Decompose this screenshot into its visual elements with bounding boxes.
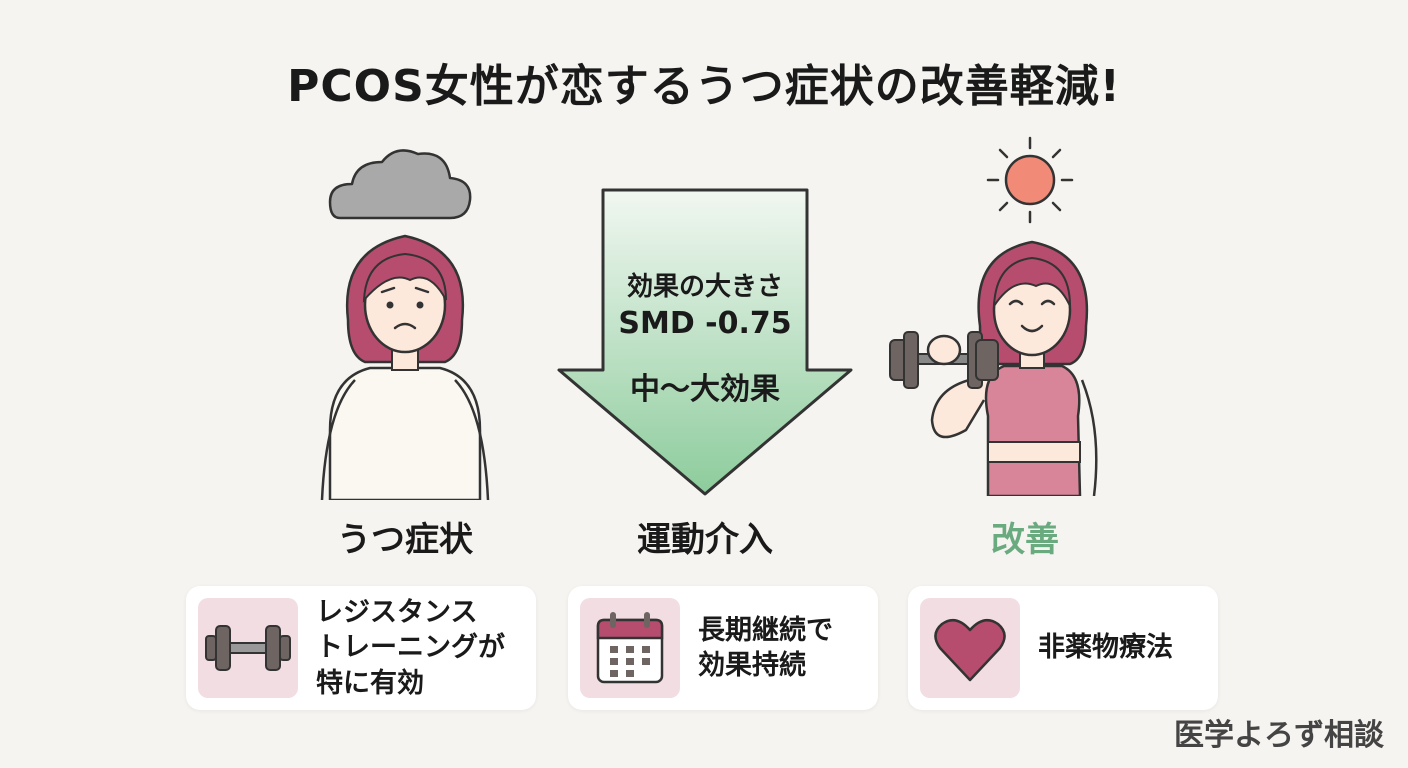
card-text: 長期継続で 効果持続 bbox=[698, 614, 833, 681]
footer-brand: 医学よろず相談 bbox=[1174, 718, 1384, 753]
sad-woman-illustration bbox=[320, 149, 490, 500]
down-arrow bbox=[557, 188, 853, 496]
label-improvement: 改善 bbox=[991, 520, 1059, 560]
cloud-icon bbox=[328, 149, 472, 220]
page-title: PCOS女性が恋するうつ症状の改善軽減! bbox=[287, 61, 1121, 112]
sun-icon bbox=[986, 136, 1074, 224]
dumbbell-icon bbox=[205, 625, 291, 671]
held-dumbbell-icon bbox=[889, 331, 999, 389]
card-text: 非薬物療法 bbox=[1038, 632, 1173, 664]
card-non-drug: 非薬物療法 bbox=[908, 586, 1218, 710]
happy-woman-illustration bbox=[889, 136, 1098, 496]
calendar-icon bbox=[596, 612, 664, 684]
smd-value: SMD -0.75 bbox=[618, 306, 792, 341]
card-long-term: 長期継続で 効果持続 bbox=[568, 586, 878, 710]
card-text: レジスタンス トレーニングが 特に有効 bbox=[316, 597, 505, 699]
card-resistance-training: レジスタンス トレーニングが 特に有効 bbox=[186, 586, 536, 710]
effect-magnitude: 中〜大効果 bbox=[630, 372, 780, 407]
label-depression: うつ症状 bbox=[337, 520, 473, 560]
heart-icon bbox=[934, 618, 1006, 682]
effect-size-label: 効果の大きさ bbox=[626, 272, 783, 302]
label-exercise: 運動介入 bbox=[637, 520, 773, 560]
